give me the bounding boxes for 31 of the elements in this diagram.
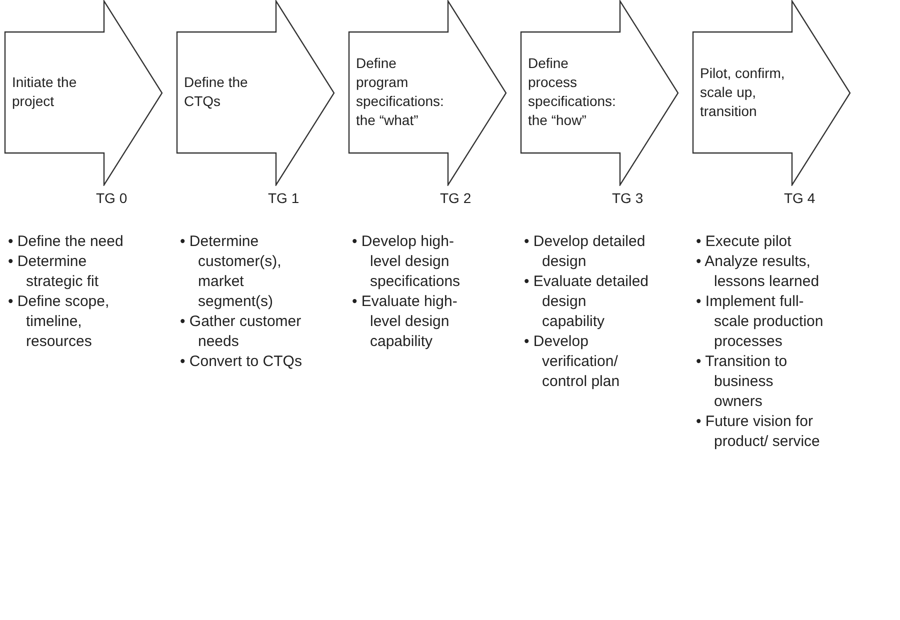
bullet-item: • Determine strategic fit — [8, 252, 100, 292]
stage-label: Initiate the project — [12, 73, 78, 111]
bullet-item: • Evaluate detailed design capability — [524, 272, 650, 332]
stage-label: Define program specifications: the “what” — [356, 54, 445, 130]
bullet-item: • Evaluate high-level design capability — [352, 292, 458, 352]
arrow-shape — [348, 0, 508, 186]
stage-label: Define the CTQs — [184, 73, 249, 111]
stage-label: Define process specifications: the “how” — [528, 54, 617, 130]
bullet-item: • Develop verification/ control plan — [524, 332, 621, 392]
bullet-item: • Develop detailed design — [524, 232, 646, 272]
bullet-item: • Execute pilot — [696, 232, 792, 252]
tollgate-label: TG 4 — [784, 190, 816, 206]
bullet-item: • Define the need — [8, 232, 124, 252]
tollgate-label: TG 0 — [96, 190, 128, 206]
bullet-item: • Transition to business owners — [696, 352, 788, 412]
arrow-shape — [4, 0, 164, 186]
bullet-item: • Gather customer needs — [180, 312, 302, 352]
bullet-item: • Implement full-scale production processes — [696, 292, 824, 352]
tollgate-label: TG 1 — [268, 190, 300, 206]
bullet-item: • Analyze results, lessons learned — [696, 252, 820, 292]
bullet-item: • Future vision for product/ service — [696, 412, 821, 452]
bullet-item: • Define scope, timeline, resources — [8, 292, 110, 352]
arrow-shape — [176, 0, 336, 186]
bullet-item: • Determine customer(s), market segment(s) — [180, 232, 282, 312]
bullet-item: • Develop high-level design specifications — [352, 232, 462, 292]
bullet-item: • Convert to CTQs — [180, 352, 303, 372]
arrow-shape — [520, 0, 680, 186]
tollgate-label: TG 2 — [440, 190, 472, 206]
tollgate-label: TG 3 — [612, 190, 644, 206]
arrow-shape — [692, 0, 852, 186]
stage-label: Pilot, confirm, scale up, transition — [700, 64, 786, 120]
